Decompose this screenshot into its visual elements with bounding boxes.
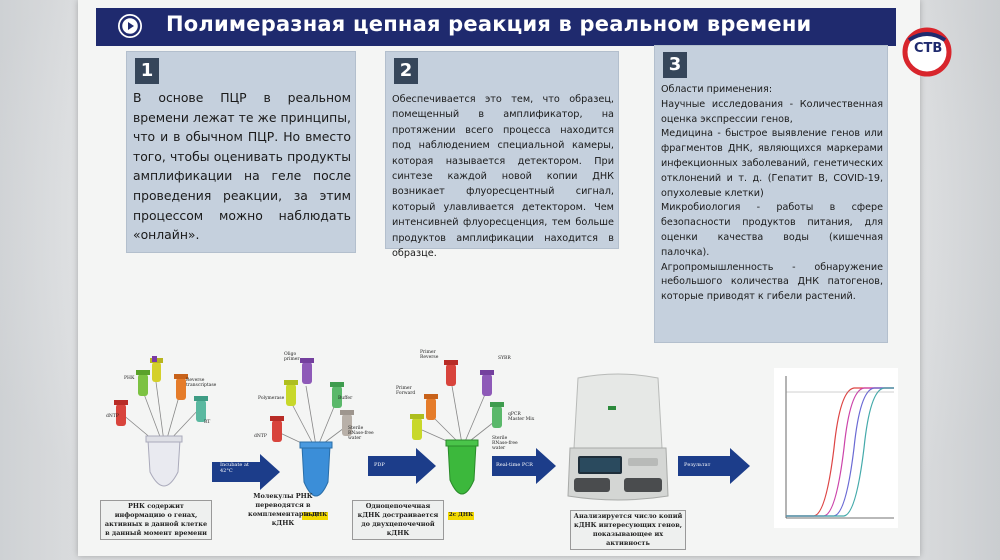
step2-caption: Молекулы РНК переводятся в комплементарн…: [248, 492, 319, 527]
info-box-3: 3 Области применения: Научные исследован…: [654, 45, 888, 343]
info-box-1: 1 В основе ПЦР в реальном времени лежат …: [126, 51, 356, 253]
channel-logo-icon: [902, 27, 952, 77]
title-bar: Полимеразная цепная реакция в реальном в…: [96, 8, 896, 46]
step2-label: Sterile RNase-free water: [348, 426, 374, 441]
play-circle-icon: [118, 14, 142, 38]
machine-caption: Анализируется число копий кДНК интересую…: [570, 510, 686, 550]
poster-title: Полимеразная цепная реакция в реальном в…: [166, 12, 812, 36]
arrow-right-icon: [678, 448, 750, 484]
poster: Полимеразная цепная реакция в реальном в…: [78, 0, 920, 556]
step1-label: dNTP: [106, 414, 119, 419]
box-text: В основе ПЦР в реальном времени лежат те…: [133, 90, 351, 243]
channel-logo-text: СТВ: [914, 41, 943, 56]
step3-label: qPCR Master Mix: [508, 412, 535, 422]
arrow-right-icon: [492, 448, 556, 484]
pcr-machine-illustration: [567, 373, 669, 501]
box-number: 1: [135, 58, 159, 84]
cdna-tubes-illustration: [270, 358, 354, 497]
info-box-2: 2 Обеспечивается это тем, что образец, п…: [385, 51, 619, 259]
step1-label: РНК: [124, 376, 135, 381]
arrow2-label: PDP: [374, 462, 385, 468]
step3-label: SYBR: [498, 356, 511, 361]
step2-label: dNTP: [254, 434, 267, 439]
box-text: Области применения: Научные исследования…: [661, 84, 883, 303]
step2-label: Oligo primer: [284, 352, 300, 362]
step2-label: Polymerase: [258, 396, 285, 401]
arrow1-label: Incubate at 42°C: [220, 462, 249, 474]
box-number: 2: [394, 58, 418, 84]
step3-caption: Одноцепочечная кДНК достраивается до дву…: [352, 500, 444, 540]
arrow4-label: Результат: [684, 462, 711, 468]
box-number: 3: [663, 52, 687, 78]
step3-tag: 2с ДНК: [448, 512, 474, 520]
step1-caption: РНК содержит информацию о генах, активны…: [100, 500, 212, 540]
rna-tubes-illustration: [114, 356, 208, 487]
step3-label: Primer Reverse: [420, 350, 439, 360]
step2-label: Buffer: [338, 396, 353, 401]
arrow-right-icon: [212, 454, 280, 490]
step3-label: Sterile RNase-free water: [492, 436, 518, 451]
step1-label: Reverse transcriptase: [186, 378, 217, 388]
step3-label: Primer Forward: [396, 386, 416, 396]
step1-label: RT: [204, 420, 211, 425]
arrow3-label: Real-time PCR: [496, 462, 533, 468]
qpcr-tubes-illustration: [410, 360, 504, 495]
arrow-right-icon: [368, 448, 436, 484]
amplification-curves-graph: [774, 368, 898, 528]
step2-tag: 1с ДНК: [302, 512, 328, 520]
box-text: Обеспечивается это тем, что образец, пом…: [392, 94, 614, 260]
